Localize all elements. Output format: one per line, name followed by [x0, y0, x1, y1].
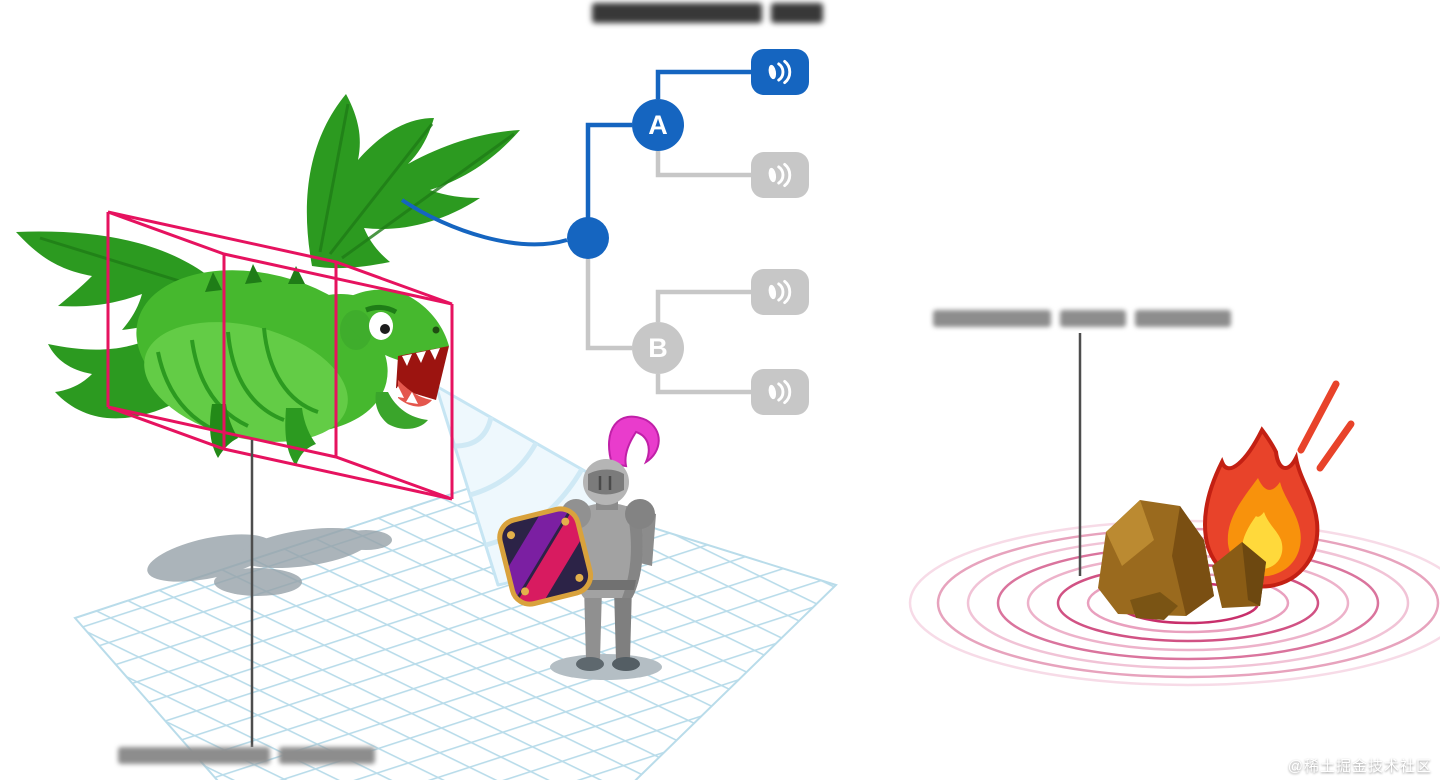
node-b-label: B	[648, 333, 668, 363]
sound-item	[751, 152, 809, 198]
node-a	[632, 99, 684, 151]
shadow-blob	[147, 534, 273, 582]
redacted-text-bar	[1135, 310, 1231, 327]
tooth	[406, 392, 418, 404]
active-connectors	[585, 69, 751, 236]
shield-stud	[575, 573, 584, 582]
fire-label-redacted	[933, 310, 1231, 327]
redacted-text-bar	[118, 747, 270, 764]
knight-pauldron	[625, 499, 655, 529]
tree-title-redacted	[592, 3, 823, 23]
node-a-label: A	[648, 110, 668, 140]
redacted-text-bar	[592, 3, 762, 23]
node-b	[632, 322, 684, 374]
knight-foot	[576, 657, 604, 671]
belly-stripe	[262, 327, 319, 414]
knight-leg	[584, 586, 602, 660]
knight-plume	[608, 415, 660, 468]
audio-structure-tree: A B	[400, 49, 809, 415]
knight-shield	[497, 505, 594, 608]
connector-a-sound2	[655, 151, 751, 178]
rock-facet-dark	[1172, 506, 1214, 616]
sound-item	[751, 269, 809, 315]
back-spike	[288, 266, 305, 284]
shield-stud	[521, 587, 530, 596]
knight-shadow	[550, 654, 662, 680]
redacted-text-bar	[1060, 310, 1126, 327]
fire-emitter	[908, 380, 1440, 687]
dragon-leg	[285, 408, 316, 466]
bounding-box-label-redacted	[118, 747, 375, 764]
tooth	[392, 386, 404, 398]
rock-facet-light	[1106, 500, 1154, 566]
redacted-text-bar	[771, 3, 823, 23]
root-container-node	[567, 217, 609, 259]
dragon-wing-right	[306, 94, 520, 269]
lower-jaw	[375, 392, 428, 429]
isometric-floor-grid	[73, 477, 838, 780]
connector-root-a	[585, 122, 632, 236]
watermark: @稀土掘金技术社区	[1287, 758, 1432, 775]
knight-leg	[614, 586, 632, 660]
leader-lines	[250, 333, 1082, 747]
wing-vein	[328, 123, 434, 255]
knight-belt	[578, 580, 636, 590]
connector-b-sound3	[655, 289, 751, 322]
shield-stripe-purple	[507, 505, 574, 601]
belly-stripe	[190, 339, 249, 428]
dragon-to-root-link	[400, 198, 568, 247]
floor-outline	[73, 477, 838, 780]
tooth	[416, 351, 426, 363]
dragon-shadow	[147, 527, 392, 596]
dragon-pupil	[380, 324, 390, 334]
spark-streak	[1316, 420, 1355, 472]
back-spike	[205, 272, 222, 292]
floor-grid-lines-b	[75, 479, 836, 780]
back-spike	[245, 264, 262, 284]
cone-stripe	[469, 441, 539, 498]
wing-vein	[341, 132, 515, 260]
sound-item	[751, 369, 809, 415]
dragon-nostril	[432, 326, 440, 334]
inactive-connectors	[585, 151, 751, 395]
shield-stud	[506, 531, 515, 540]
shield-stud	[561, 517, 570, 526]
rock-front	[1130, 592, 1178, 620]
tooth	[402, 354, 412, 366]
bounding-box	[106, 210, 454, 501]
belly-stripe	[226, 331, 285, 422]
rock-facet-dark	[1242, 542, 1266, 606]
redacted-text-bar	[933, 310, 1051, 327]
connector-root-b	[585, 240, 632, 351]
cone-stripe	[454, 416, 494, 449]
tooth	[430, 348, 440, 360]
connector-a-sound1	[655, 69, 751, 99]
tongue	[398, 380, 432, 407]
belly-stripe	[156, 351, 215, 432]
dragon-brow	[365, 304, 398, 315]
knight-foot	[612, 657, 640, 671]
shadow-blob	[239, 527, 371, 569]
wing-vein	[318, 103, 350, 253]
knight-torso-shade	[622, 506, 643, 598]
sound-item-active	[751, 49, 809, 95]
shadow-blob	[340, 530, 392, 550]
shield-rim	[497, 506, 594, 607]
shadow-blob	[214, 568, 302, 596]
redacted-text-bar	[279, 747, 375, 764]
head-shade	[340, 310, 372, 350]
knight-visor	[588, 469, 624, 495]
dragon	[16, 94, 520, 466]
connector-b-sound4	[655, 374, 751, 395]
spark-streak	[1297, 380, 1340, 454]
knight	[497, 415, 660, 671]
